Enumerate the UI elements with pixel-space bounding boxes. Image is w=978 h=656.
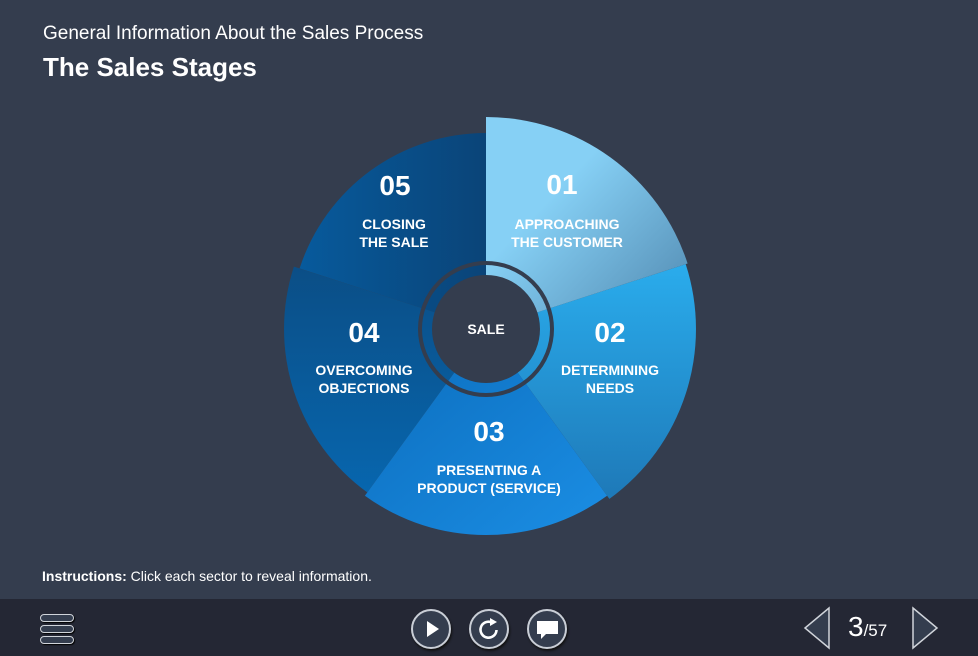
- sector-02-label-line2: NEEDS: [586, 380, 634, 396]
- sector-02-number: 02: [594, 317, 625, 348]
- page-current: 3: [848, 611, 864, 642]
- menu-button[interactable]: [40, 614, 74, 644]
- sector-03[interactable]: [364, 329, 608, 536]
- sector-04-number: 04: [348, 317, 380, 348]
- sector-01-label-line1: APPROACHING: [514, 216, 619, 232]
- sector-05-label-line2: THE SALE: [359, 234, 428, 250]
- player-toolbar: 3/57: [0, 599, 978, 656]
- next-slide-button[interactable]: [911, 606, 939, 650]
- course-subtitle: General Information About the Sales Proc…: [43, 23, 424, 44]
- hamburger-bar: [40, 625, 74, 633]
- sales-stages-wheel: SALE 01 APPROACHING THE CUSTOMER 02 DETE…: [284, 117, 696, 536]
- sector-01-number: 01: [546, 169, 577, 200]
- page-indicator: 3/57: [848, 611, 887, 643]
- sector-03-label-line1: PRESENTING A: [437, 462, 542, 478]
- center-hub: [432, 275, 540, 383]
- play-icon: [427, 621, 439, 637]
- page-total: /57: [863, 621, 888, 640]
- center-ring: [418, 261, 554, 397]
- instructions-text: Click each sector to reveal information.: [126, 568, 372, 584]
- center-label: SALE: [467, 321, 504, 337]
- instructions-label: Instructions:: [42, 568, 127, 584]
- comment-button[interactable]: [527, 609, 567, 649]
- sector-03-label-line2: PRODUCT (SERVICE): [417, 480, 561, 496]
- instructions: Instructions: Click each sector to revea…: [42, 568, 372, 584]
- sector-01-label-line2: THE CUSTOMER: [511, 234, 623, 250]
- hamburger-menu-icon: [40, 614, 74, 622]
- slide-title: The Sales Stages: [43, 52, 257, 82]
- replay-button[interactable]: [469, 609, 509, 649]
- triangle-left-icon: [803, 606, 830, 650]
- sector-03-number: 03: [473, 416, 504, 447]
- replay-icon: [479, 618, 498, 639]
- sector-04-label-line2: OBJECTIONS: [318, 380, 409, 396]
- comment-icon: [537, 621, 558, 639]
- sector-02-label-line1: DETERMINING: [561, 362, 659, 378]
- triangle-right-icon: [912, 606, 939, 650]
- previous-slide-button[interactable]: [803, 606, 831, 650]
- sector-05-number: 05: [379, 170, 410, 201]
- sector-05-label-line1: CLOSING: [362, 216, 426, 232]
- hamburger-bar: [40, 636, 74, 644]
- sector-04-label-line1: OVERCOMING: [315, 362, 412, 378]
- play-button[interactable]: [411, 609, 451, 649]
- sector-01[interactable]: [486, 117, 688, 329]
